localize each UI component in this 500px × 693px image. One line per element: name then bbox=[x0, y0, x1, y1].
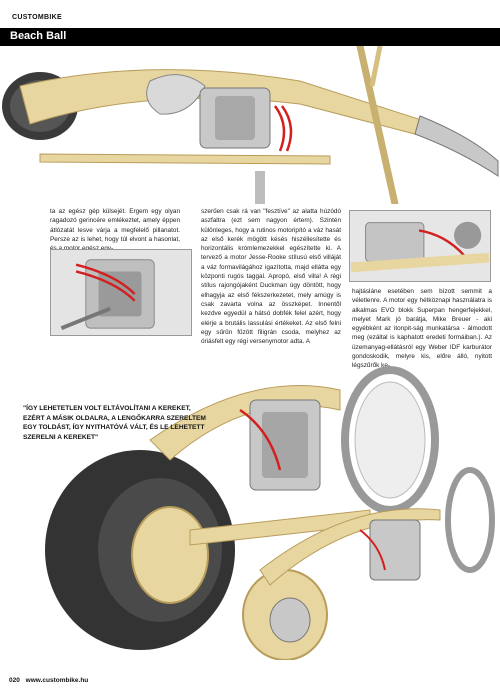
website-url: www.custombike.hu bbox=[25, 677, 89, 684]
article-column-2: szerűen csak rá van "fesztíve" az alatta… bbox=[201, 208, 341, 346]
page-footer: 020 www.custombike.hu bbox=[9, 677, 92, 684]
motorcycle-illustration bbox=[45, 366, 495, 660]
magazine-brand: CUSTOMBIKE bbox=[12, 14, 62, 21]
article-column-1: ta az egész gép külsejét. Ergem egy olya… bbox=[50, 208, 180, 253]
article-column-3: hajtásláne esetében sem bízott semmit a … bbox=[352, 288, 492, 370]
page-number: 020 bbox=[9, 677, 20, 684]
article-title: Beach Ball bbox=[10, 30, 67, 42]
rear-detail-photo bbox=[349, 210, 491, 282]
page-header: CUSTOMBIKE Beach Ball bbox=[0, 0, 500, 48]
title-bar bbox=[0, 28, 500, 46]
pull-quote: "ÍGY LEHETETLEN VOLT ELTÁVOLÍTANI A KERE… bbox=[23, 405, 206, 441]
hero-illustration bbox=[0, 46, 500, 204]
engine-detail-photo bbox=[50, 249, 192, 336]
